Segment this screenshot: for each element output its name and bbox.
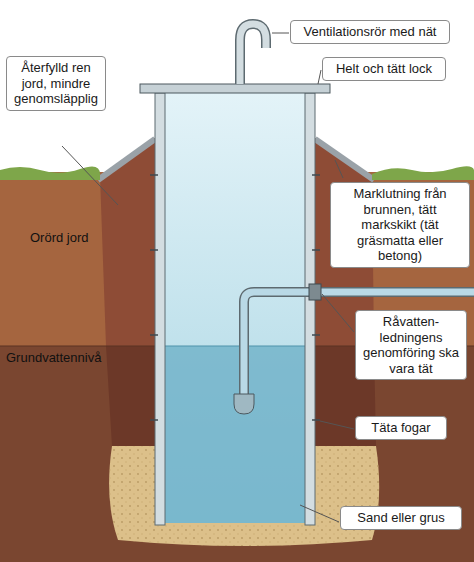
- callout-box: Återfylld ren jord, mindre genomsläpplig: [6, 56, 106, 111]
- grass: [372, 166, 474, 180]
- grass: [0, 166, 100, 180]
- callout-text: Ventilationsrör med nät: [297, 24, 443, 40]
- water: [165, 346, 305, 523]
- callout-box: Täta fogar: [355, 416, 447, 440]
- callout-text: Råvatten- ledningens genomföring ska var…: [362, 314, 460, 376]
- callout-box: Marklutning från brunnen, tätt markskikt…: [330, 182, 470, 268]
- callout-box: Helt och tätt lock: [322, 57, 446, 81]
- callout-text: Återfylld ren jord, mindre genomsläpplig: [13, 60, 99, 107]
- vent-pipe: [240, 24, 266, 84]
- callout-text: Sand eller grus: [347, 510, 455, 526]
- joints: [150, 175, 320, 420]
- pipe-seal: [309, 284, 321, 300]
- well-interior: [165, 93, 305, 523]
- well-wall: [155, 93, 165, 525]
- callout-text: Helt och tätt lock: [329, 61, 439, 77]
- callout-text: Täta fogar: [362, 420, 440, 436]
- lid: [140, 84, 330, 93]
- tight-layer: [98, 139, 155, 180]
- strainer: [234, 394, 254, 414]
- plain-label: Orörd jord: [30, 230, 90, 246]
- callout-box: Ventilationsrör med nät: [290, 20, 450, 44]
- tight-layer: [315, 139, 374, 180]
- callout-text: Marklutning från brunnen, tätt markskikt…: [337, 186, 463, 264]
- raw-water-pipe: [244, 292, 474, 394]
- plain-label: Grundvattennivå: [6, 350, 126, 366]
- callout-box: Råvatten- ledningens genomföring ska var…: [355, 310, 467, 380]
- well-wall: [305, 93, 315, 525]
- callout-box: Sand eller grus: [340, 506, 462, 530]
